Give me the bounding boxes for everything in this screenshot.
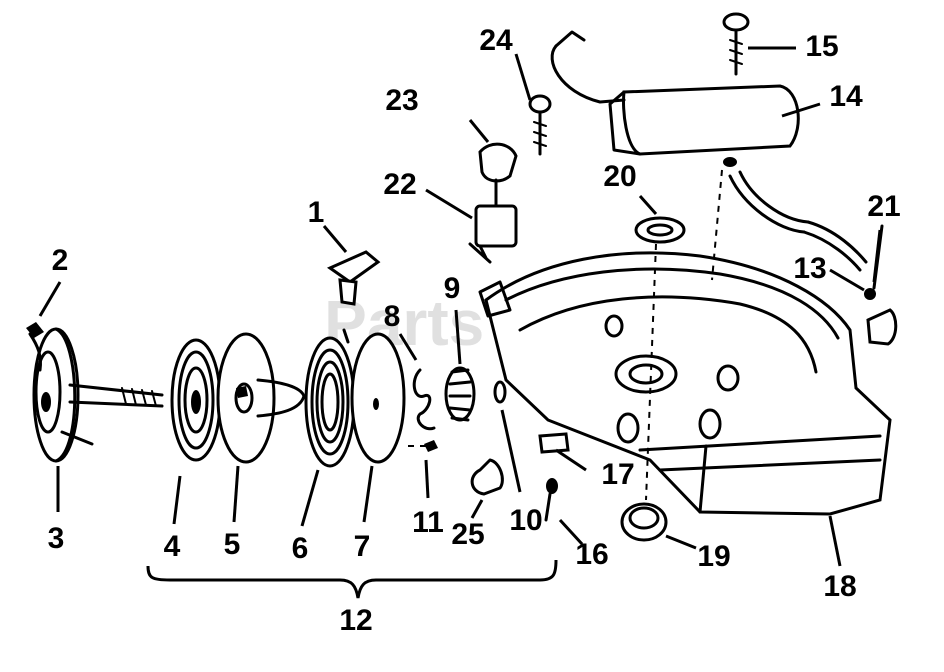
callout-12: 12 <box>339 604 372 637</box>
callout-21: 21 <box>867 190 900 223</box>
part-25-bracket <box>470 458 504 496</box>
callout-4: 4 <box>164 530 181 563</box>
callout-3: 3 <box>48 522 65 555</box>
part-13-fuel-line <box>728 170 868 272</box>
callout-16: 16 <box>575 538 608 571</box>
callout-6: 6 <box>292 532 309 565</box>
callout-22: 22 <box>383 168 416 201</box>
callout-23: 23 <box>385 84 418 117</box>
part-3-housing <box>26 322 164 463</box>
callout-9: 9 <box>444 272 461 305</box>
part-18-base-housing <box>478 251 892 516</box>
part-22-switch-block <box>468 204 518 264</box>
part-5-pulley <box>216 332 306 464</box>
part-4-spring-cup <box>170 338 222 462</box>
part-9-pawl-gear <box>444 366 476 422</box>
callout-1: 1 <box>308 196 325 229</box>
callout-7: 7 <box>354 530 371 563</box>
callout-20: 20 <box>603 160 636 193</box>
part-7-disc <box>350 332 406 464</box>
part-16-screw <box>544 478 558 522</box>
part-17-plate <box>538 432 570 454</box>
callout-24: 24 <box>479 24 513 57</box>
callout-5: 5 <box>224 528 241 561</box>
callout-14: 14 <box>829 80 863 113</box>
part-11-screw <box>408 440 438 452</box>
part-15-bolt <box>722 12 750 76</box>
leader-lines <box>38 46 882 599</box>
callout-17: 17 <box>601 458 634 491</box>
callout-11: 11 <box>412 506 444 539</box>
part-14-cover <box>550 30 800 167</box>
part-19-bushing <box>620 502 668 542</box>
callout-10: 10 <box>509 504 542 537</box>
callout-8: 8 <box>384 300 401 333</box>
callout-25: 25 <box>451 518 484 551</box>
part-24-screw <box>528 94 552 156</box>
callout-18: 18 <box>823 570 856 603</box>
callout-2: 2 <box>52 244 69 277</box>
callout-19: 19 <box>697 540 730 573</box>
callout-15: 15 <box>805 30 838 63</box>
part-20-grommet <box>634 216 686 244</box>
part-1-handle <box>326 250 381 306</box>
part-23-knob <box>478 142 518 208</box>
callout-13: 13 <box>793 252 826 285</box>
part-8-spring-clip <box>412 368 436 431</box>
part-10-washer <box>493 380 507 404</box>
